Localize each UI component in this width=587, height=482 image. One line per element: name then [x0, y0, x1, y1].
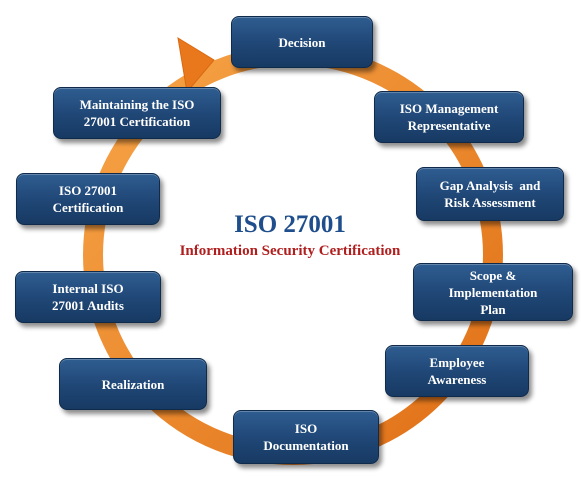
step-realization: Realization: [59, 358, 207, 410]
step-gap-analysis: Gap Analysis and Risk Assessment: [416, 167, 564, 221]
step-gap-analysis-line1: Gap Analysis and: [439, 178, 541, 193]
step-employee-line2: Awareness: [427, 372, 487, 387]
step-internal-audits-line2: 27001 Audits: [52, 298, 124, 313]
step-scope-line2: Implementation: [448, 284, 538, 300]
diagram-title: ISO 27001: [234, 211, 346, 238]
step-iso-management-line1: ISO Management: [399, 101, 499, 116]
step-scope-line1: Scope &: [469, 267, 517, 283]
cycle-arrowhead-icon: [177, 37, 215, 94]
step-maintaining-line1: Maintaining the ISO: [79, 97, 195, 112]
step-certification-line1: ISO 27001: [58, 183, 118, 198]
step-maintaining-certification: Maintaining the ISO 27001 Certification: [53, 87, 221, 139]
step-documentation-line1: ISO: [294, 421, 318, 436]
step-realization-line1: Realization: [101, 376, 165, 392]
step-employee-line1: Employee: [429, 355, 485, 370]
step-scope-implementation-plan: Scope & Implementation Plan: [413, 263, 573, 321]
step-internal-iso-audits: Internal ISO 27001 Audits: [15, 271, 161, 323]
step-internal-audits-line1: Internal ISO: [52, 281, 124, 296]
step-scope-line3: Plan: [480, 301, 506, 317]
step-iso-management-line2: Representative: [407, 118, 491, 133]
step-documentation-line2: Documentation: [263, 438, 349, 453]
step-iso-documentation: ISO Documentation: [233, 410, 379, 464]
diagram-subtitle: Information Security Certification: [179, 243, 401, 259]
step-iso-management-representative: ISO Management Representative: [374, 91, 524, 143]
step-certification-line2: Certification: [52, 200, 124, 215]
step-employee-awareness: Employee Awareness: [385, 345, 529, 397]
step-iso-27001-certification: ISO 27001 Certification: [16, 173, 160, 225]
step-gap-analysis-line2: Risk Assessment: [444, 195, 536, 210]
step-decision-line1: Decision: [278, 34, 326, 50]
step-maintaining-line2: 27001 Certification: [83, 114, 191, 129]
step-decision: Decision: [231, 16, 373, 68]
